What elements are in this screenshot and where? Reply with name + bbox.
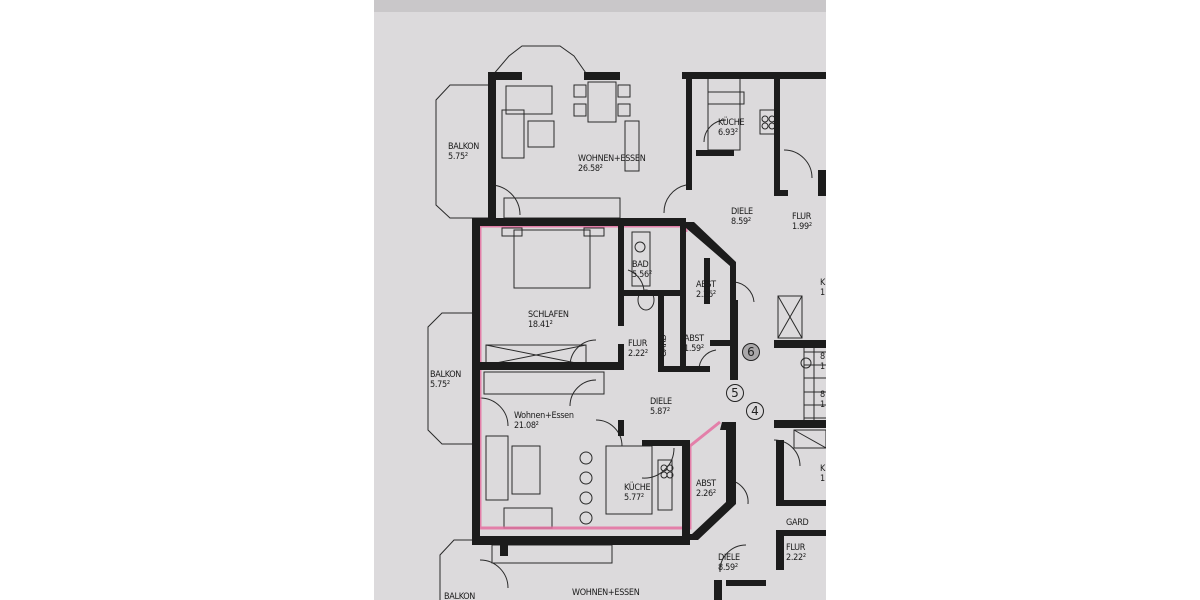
balcony-mid-outline	[427, 312, 480, 445]
paper-top-edge	[374, 0, 826, 12]
unit-marker-5: 5	[726, 384, 744, 402]
room-label-gard-lower: GARD	[786, 518, 809, 528]
unit-marker-4: 4	[746, 402, 764, 420]
floor-plan-drawing	[427, 45, 826, 600]
room-label-wohnen-essen-bottom: WOHNEN+ESSEN	[572, 588, 640, 598]
room-label-balkon-bottom: BALKON	[444, 592, 476, 600]
unit-marker-6: 6	[742, 343, 760, 361]
room-label-gard-mid: GARD	[659, 334, 669, 357]
balcony-top-outline	[435, 84, 490, 219]
balcony-bottom-outline	[439, 539, 480, 600]
